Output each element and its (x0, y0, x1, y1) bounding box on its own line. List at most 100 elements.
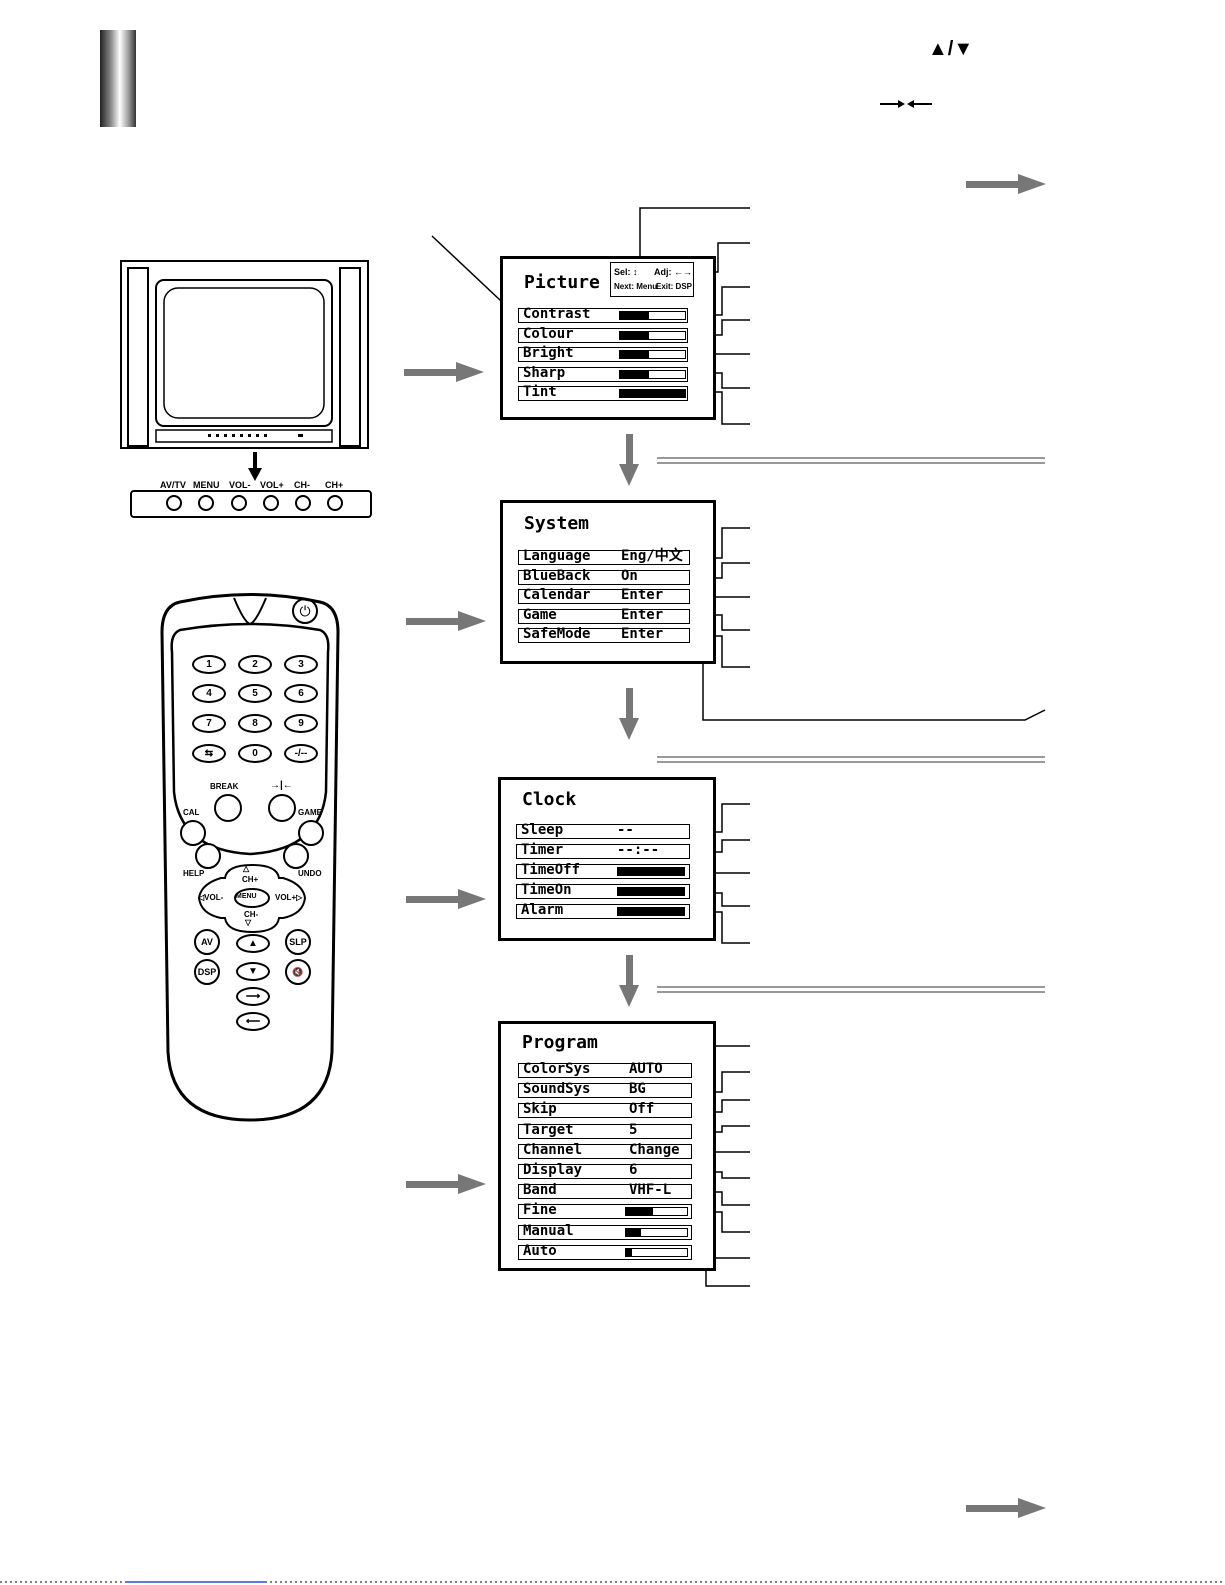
clock-row-timeoff[interactable]: TimeOff (516, 862, 690, 879)
ch-up-icon[interactable]: △ (243, 864, 250, 873)
key-2[interactable]: 2 (238, 655, 272, 674)
key-1[interactable]: 1 (192, 655, 226, 674)
level-bar (619, 330, 686, 340)
game-label: GAME (298, 808, 322, 817)
ch-plus-label: CH+ (242, 875, 259, 884)
program-menu-title: Program (522, 1032, 598, 1053)
row-value: --:-- (617, 842, 660, 858)
panel-button-ch-plus[interactable] (327, 495, 343, 511)
row-label: Timer (521, 842, 564, 858)
level-bar (625, 1207, 688, 1217)
row-label: SoundSys (523, 1081, 591, 1098)
key-3[interactable]: 3 (284, 655, 318, 674)
picture-row-tint[interactable]: Tint (518, 385, 688, 401)
program-row-soundsys[interactable]: SoundSys BG (518, 1081, 692, 1099)
slp-button[interactable]: SLP (285, 929, 311, 955)
vol-plus-button[interactable]: VOL+▷ (275, 893, 303, 902)
row-value: BG (629, 1081, 646, 1098)
key-9[interactable]: 9 (284, 714, 318, 733)
clock-row-timeon[interactable]: TimeOn (516, 883, 690, 899)
row-label: TimeOff (521, 862, 581, 878)
recall-key[interactable]: ⇆ (192, 744, 226, 763)
down-button[interactable]: ▼ (236, 962, 270, 981)
row-label: ColorSys (523, 1061, 591, 1077)
level-bar (619, 350, 686, 359)
key-7[interactable]: 7 (192, 714, 226, 733)
level-bar-fill (626, 1248, 633, 1256)
key-dash[interactable]: -/-- (284, 744, 318, 763)
help-button[interactable] (195, 843, 221, 869)
level-bar-fill (620, 331, 650, 339)
program-row-display[interactable]: Display 6 (518, 1162, 692, 1179)
game-button[interactable] (298, 820, 324, 846)
cal-button[interactable] (180, 820, 206, 846)
row-label: Colour (523, 325, 574, 342)
picture-row-contrast[interactable]: Contrast (518, 307, 688, 323)
mute-icon: 🔇 (292, 967, 304, 977)
level-bar-fill (618, 868, 684, 875)
break-button[interactable] (214, 794, 242, 822)
panel-button-ch-minus[interactable] (295, 495, 311, 511)
picture-row-bright[interactable]: Bright (518, 346, 688, 362)
picture-menu-title: Picture (524, 272, 600, 293)
row-value: On (621, 567, 638, 584)
row-value: Off (629, 1101, 655, 1118)
key-0[interactable]: 0 (238, 744, 272, 763)
clock-row-alarm[interactable]: Alarm (516, 903, 690, 919)
row-value: 6 (629, 1162, 638, 1178)
program-row-auto[interactable]: Auto (518, 1244, 692, 1260)
clock-menu-title: Clock (522, 789, 577, 810)
panel-button-vol-plus[interactable] (263, 495, 279, 511)
right-button[interactable]: ⟶ (236, 987, 270, 1006)
undo-button[interactable] (283, 843, 309, 869)
key-4[interactable]: 4 (192, 684, 226, 703)
right-arrow-icon: ⟶ (245, 991, 261, 1002)
row-label: Calendar (523, 587, 591, 603)
key-8[interactable]: 8 (238, 714, 272, 733)
system-menu-title: System (524, 513, 590, 534)
power-icon[interactable]: ⏻ (292, 598, 318, 624)
panel-button-vol-minus[interactable] (231, 495, 247, 511)
dsp-button[interactable]: DSP (194, 959, 220, 985)
key-6[interactable]: 6 (284, 684, 318, 703)
panel-button-avtv[interactable] (166, 495, 182, 511)
key-5[interactable]: 5 (238, 684, 272, 703)
left-button[interactable]: ⟵ (236, 1012, 270, 1031)
program-row-fine[interactable]: Fine (518, 1203, 692, 1220)
av-button[interactable]: AV (194, 929, 220, 955)
level-bar (619, 369, 686, 379)
level-bar-fill (626, 1228, 642, 1236)
hold-button[interactable] (268, 794, 296, 822)
program-row-manual[interactable]: Manual (518, 1224, 692, 1240)
row-label: Display (523, 1162, 583, 1178)
mute-button[interactable]: 🔇 (285, 959, 311, 985)
level-bar (625, 1247, 688, 1257)
left-right-arrows-icon (880, 100, 932, 108)
vol-minus-button[interactable]: ◁VOL- (198, 893, 224, 902)
panel-button-menu[interactable] (198, 495, 214, 511)
picture-row-sharp[interactable]: Sharp (518, 366, 688, 382)
level-bar-fill (626, 1208, 654, 1216)
picture-menu-hint-box: Sel: ↕ Adj: ←→ Next: Menu Exit: DSP (610, 262, 694, 297)
up-button[interactable]: ▲ (236, 934, 270, 953)
clock-row-sleep[interactable]: Sleep-- (516, 823, 690, 839)
level-bar-fill (618, 888, 684, 895)
break-label: BREAK (210, 782, 239, 791)
ch-minus-label: CH- (244, 910, 259, 919)
panel-label-menu: MENU (193, 480, 220, 490)
clock-row-timer[interactable]: Timer --:-- (516, 842, 690, 859)
menu-button[interactable]: MENU (236, 893, 257, 900)
panel-label-ch-plus: CH+ (325, 480, 344, 490)
ch-down-icon[interactable]: ▽ (245, 918, 252, 927)
picture-row-colour[interactable]: Colour (518, 325, 688, 343)
